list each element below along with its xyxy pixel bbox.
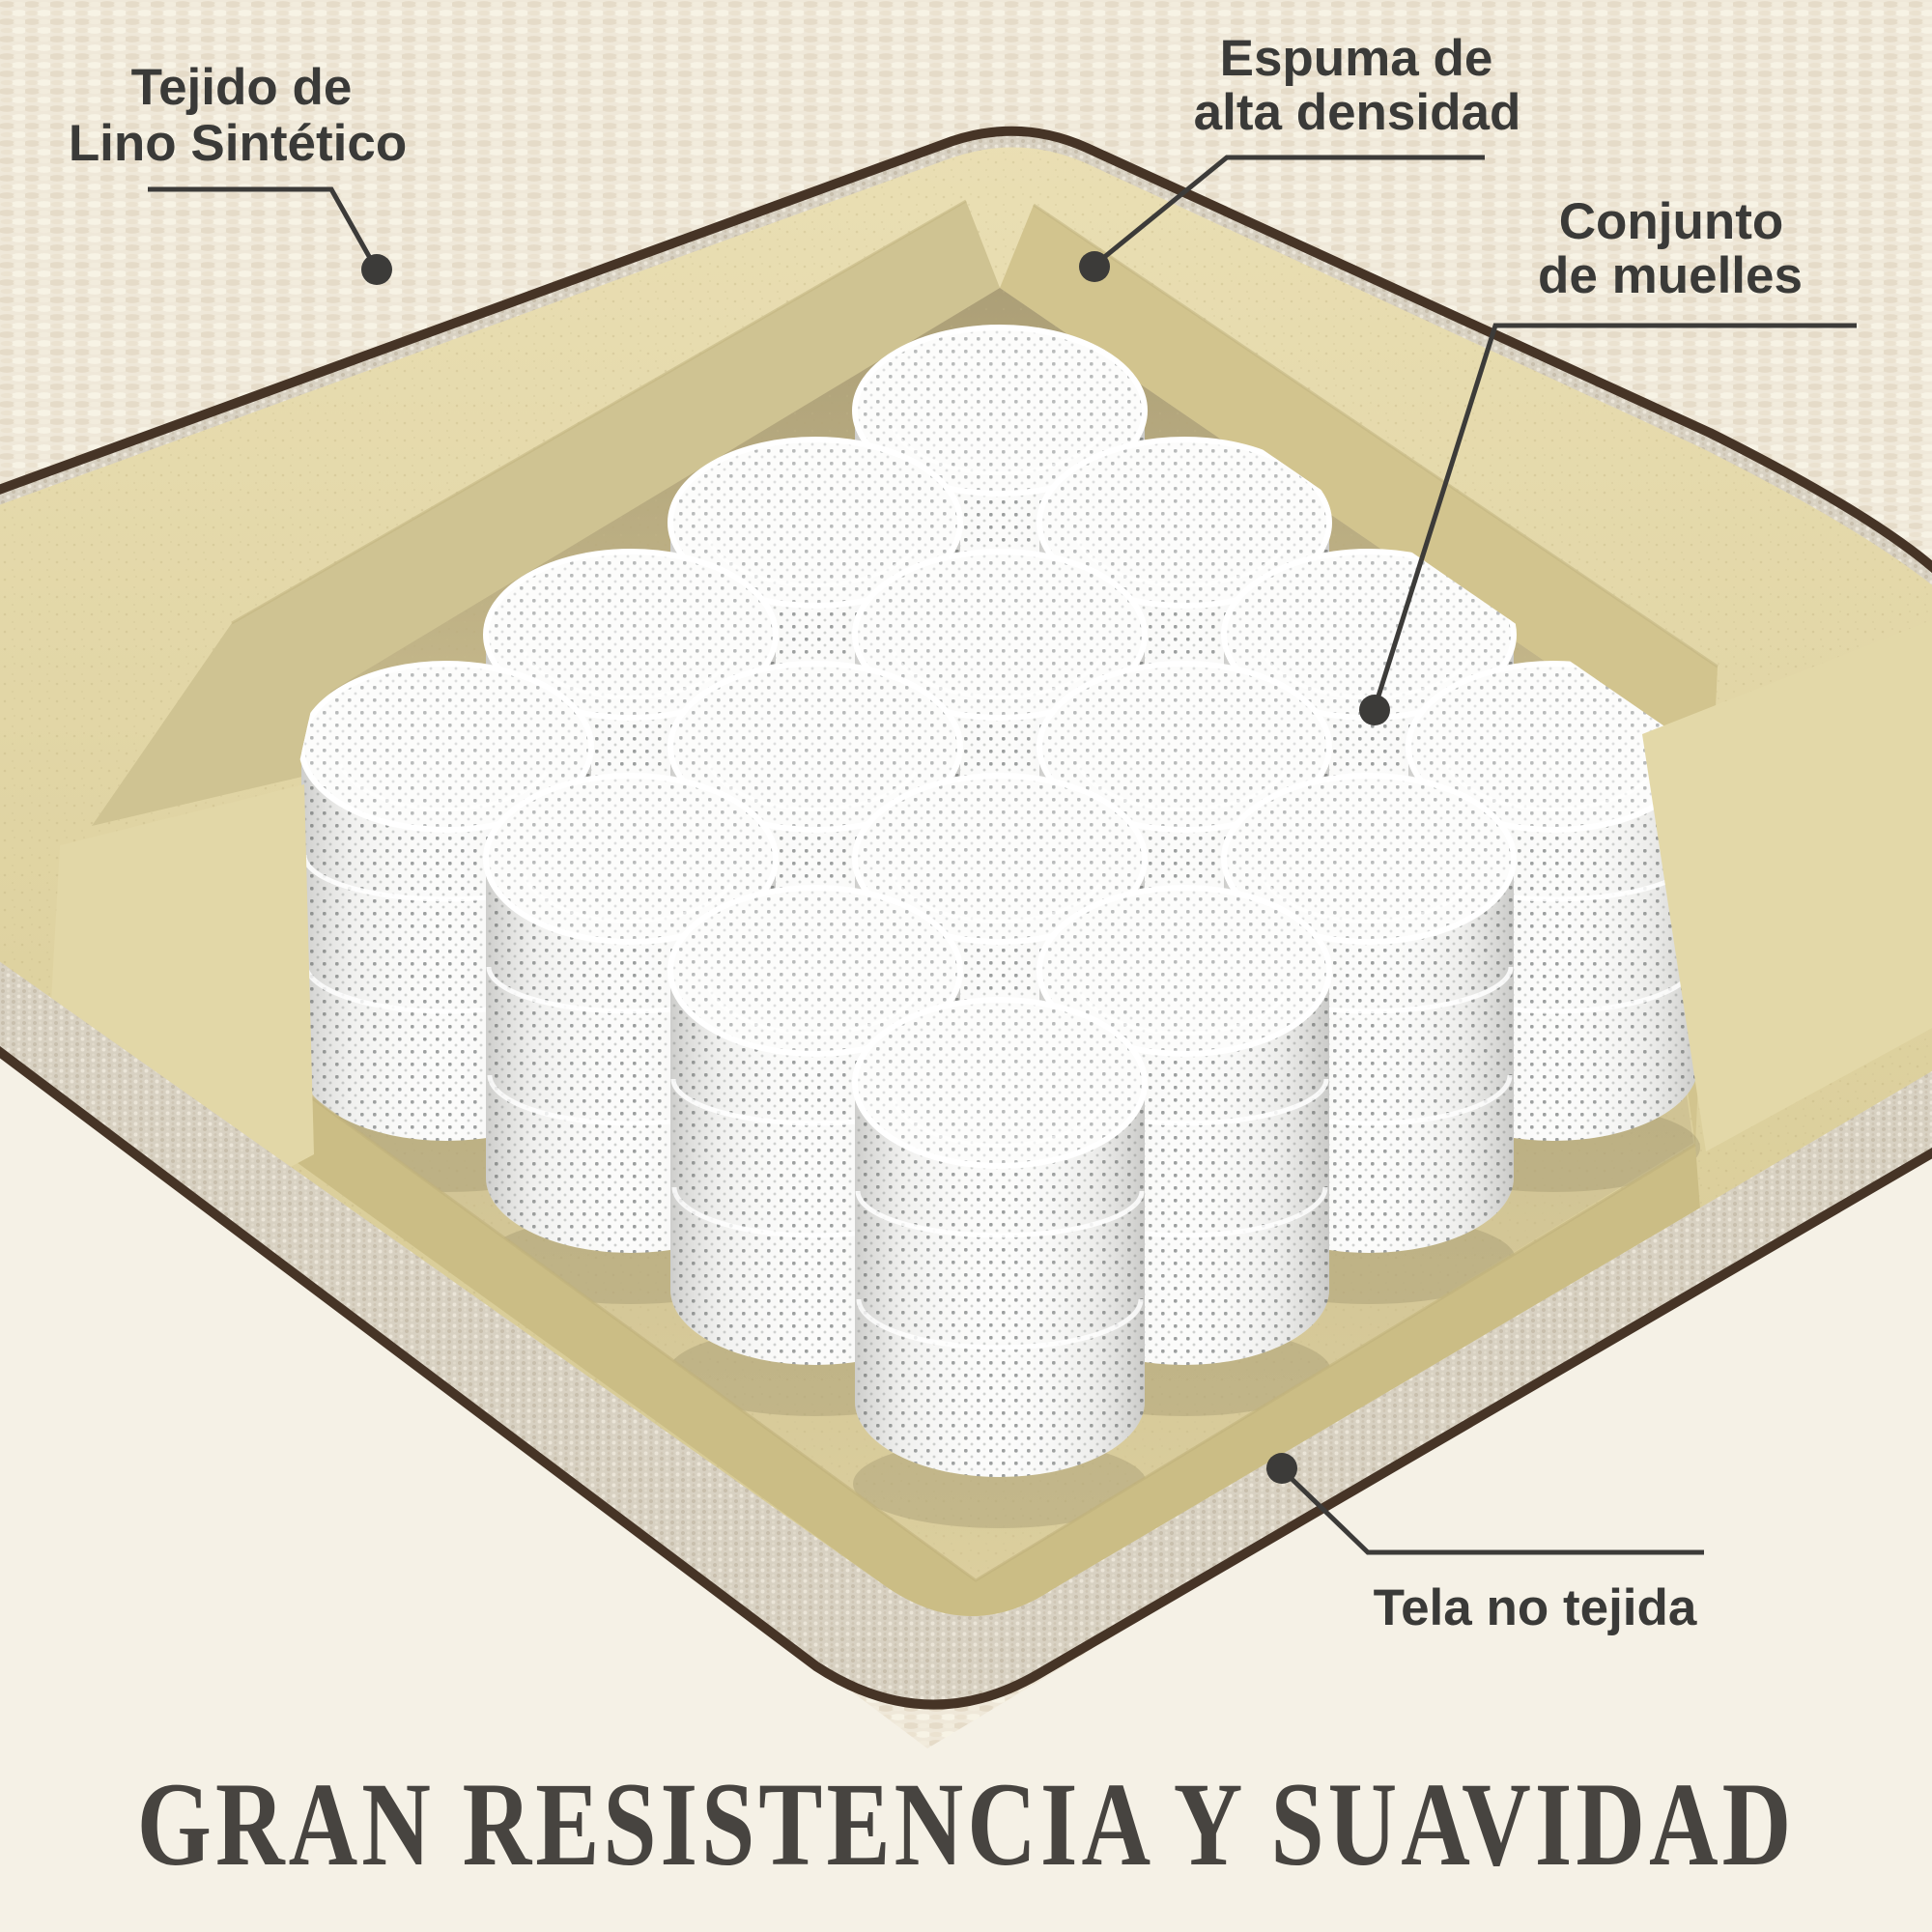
headline: GRAN RESISTENCIA Y SUAVIDAD [137,1759,1795,1891]
callout-foam: Espuma de alta densidad [1079,30,1520,282]
foam-step-front-face [235,1048,1700,1617]
fabric-edge-outline [0,126,1932,1710]
fabric-label-line1: Tejido de [131,59,353,116]
springs-callout-line [1373,323,1857,706]
headline-group: GRAN RESISTENCIA Y SUAVIDAD [137,1759,1795,1891]
springs-callout-dot [1359,695,1390,725]
springs-label-line1: Conjunto [1559,193,1784,250]
fabric-callout-line [148,186,378,269]
fabric-callout-dot [361,254,392,285]
pocket-spring [853,1000,1147,1528]
foam-label-line1: Espuma de [1220,30,1493,87]
callout-springs: Conjunto de muelles [1359,193,1857,725]
foam-step-edge [242,1046,1696,1582]
foam-cut-face-right [1642,614,1932,1151]
foam-callout-dot [1079,251,1110,282]
foam-label-line2: alta densidad [1194,84,1521,141]
foam-callout-line [1095,155,1485,265]
cushion-cutaway [0,126,1932,1710]
foam-inner-face-left [92,201,1000,826]
callout-bottom-fabric: Tela no tejida [1266,1453,1704,1636]
fabric-label-line2: Lino Sintético [69,115,407,172]
foam-rim-line-left [231,199,967,625]
bottom-fabric-callout-dot [1266,1453,1297,1484]
bottom-fabric-callout-line [1285,1472,1704,1555]
foam-rim-line-right [1033,203,1719,668]
bottom-fabric-label: Tela no tejida [1374,1579,1697,1636]
callout-fabric: Tejido de Lino Sintético [69,59,407,285]
springs-label-line2: de muelles [1538,247,1803,304]
foam-front-details [39,614,1932,1617]
